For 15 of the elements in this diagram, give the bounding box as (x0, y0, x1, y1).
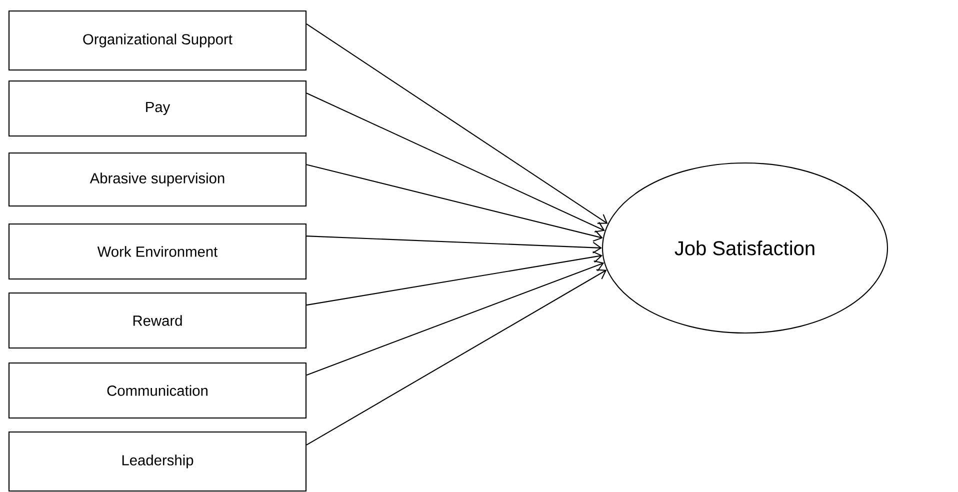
factor-box: Pay (8, 80, 307, 137)
factor-box: Abrasive supervision (8, 152, 307, 207)
arrow (306, 92, 605, 232)
arrow (306, 236, 602, 254)
arrow (306, 269, 607, 446)
factor-box: Leadership (8, 431, 307, 492)
ellipse-node: Job Satisfaction (602, 162, 888, 334)
arrow (306, 24, 608, 224)
arrow (306, 251, 603, 306)
arrow (306, 260, 604, 376)
factor-box: Reward (8, 292, 307, 349)
factor-box: Work Environment (8, 223, 307, 280)
arrow (306, 164, 603, 242)
factor-box: Organizational Support (8, 10, 307, 71)
factor-box: Communication (8, 362, 307, 419)
